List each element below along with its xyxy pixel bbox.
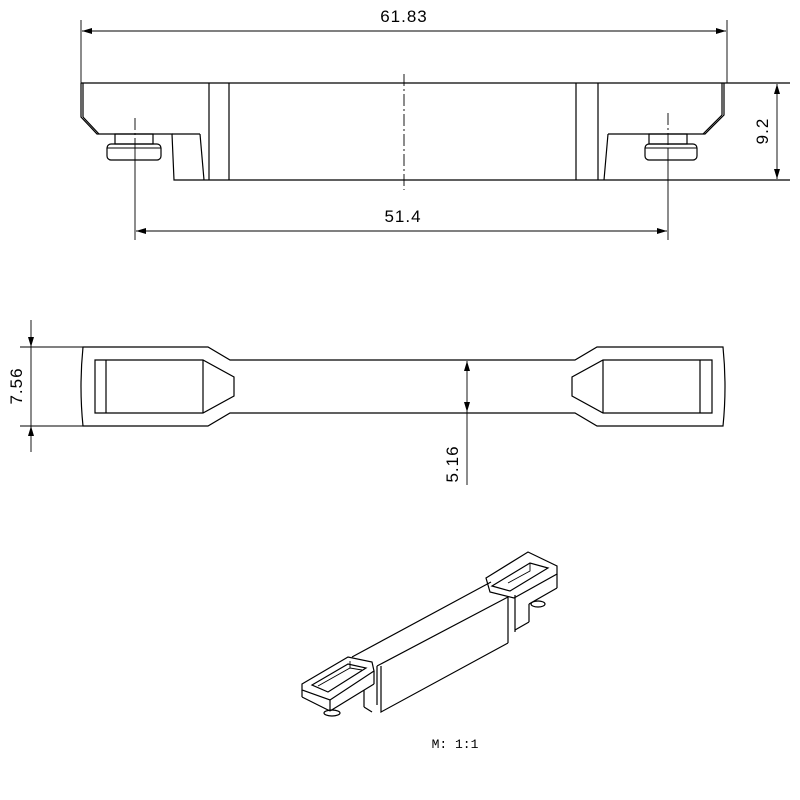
left-window [94, 359, 235, 414]
dimension-pin-spacing: 51.4 [384, 207, 421, 226]
top-outline [80, 346, 726, 427]
left-pin [106, 133, 162, 161]
dimension-overall-length: 61.83 [380, 7, 428, 26]
right-window [571, 359, 713, 414]
top-view: 7.56 5.16 [7, 320, 726, 485]
front-body-outline [80, 82, 790, 181]
scale-label: M: 1:1 [432, 737, 479, 752]
front-view: 61.83 [80, 7, 790, 240]
dimension-end-width: 7.56 [7, 367, 26, 404]
right-pin [644, 133, 698, 161]
dimension-height: 9.2 [753, 118, 772, 145]
iso-right-end [485, 551, 558, 631]
iso-left-end [301, 656, 375, 717]
isometric-view: M: 1:1 [301, 551, 558, 752]
dimension-bar-width: 5.16 [443, 445, 462, 482]
